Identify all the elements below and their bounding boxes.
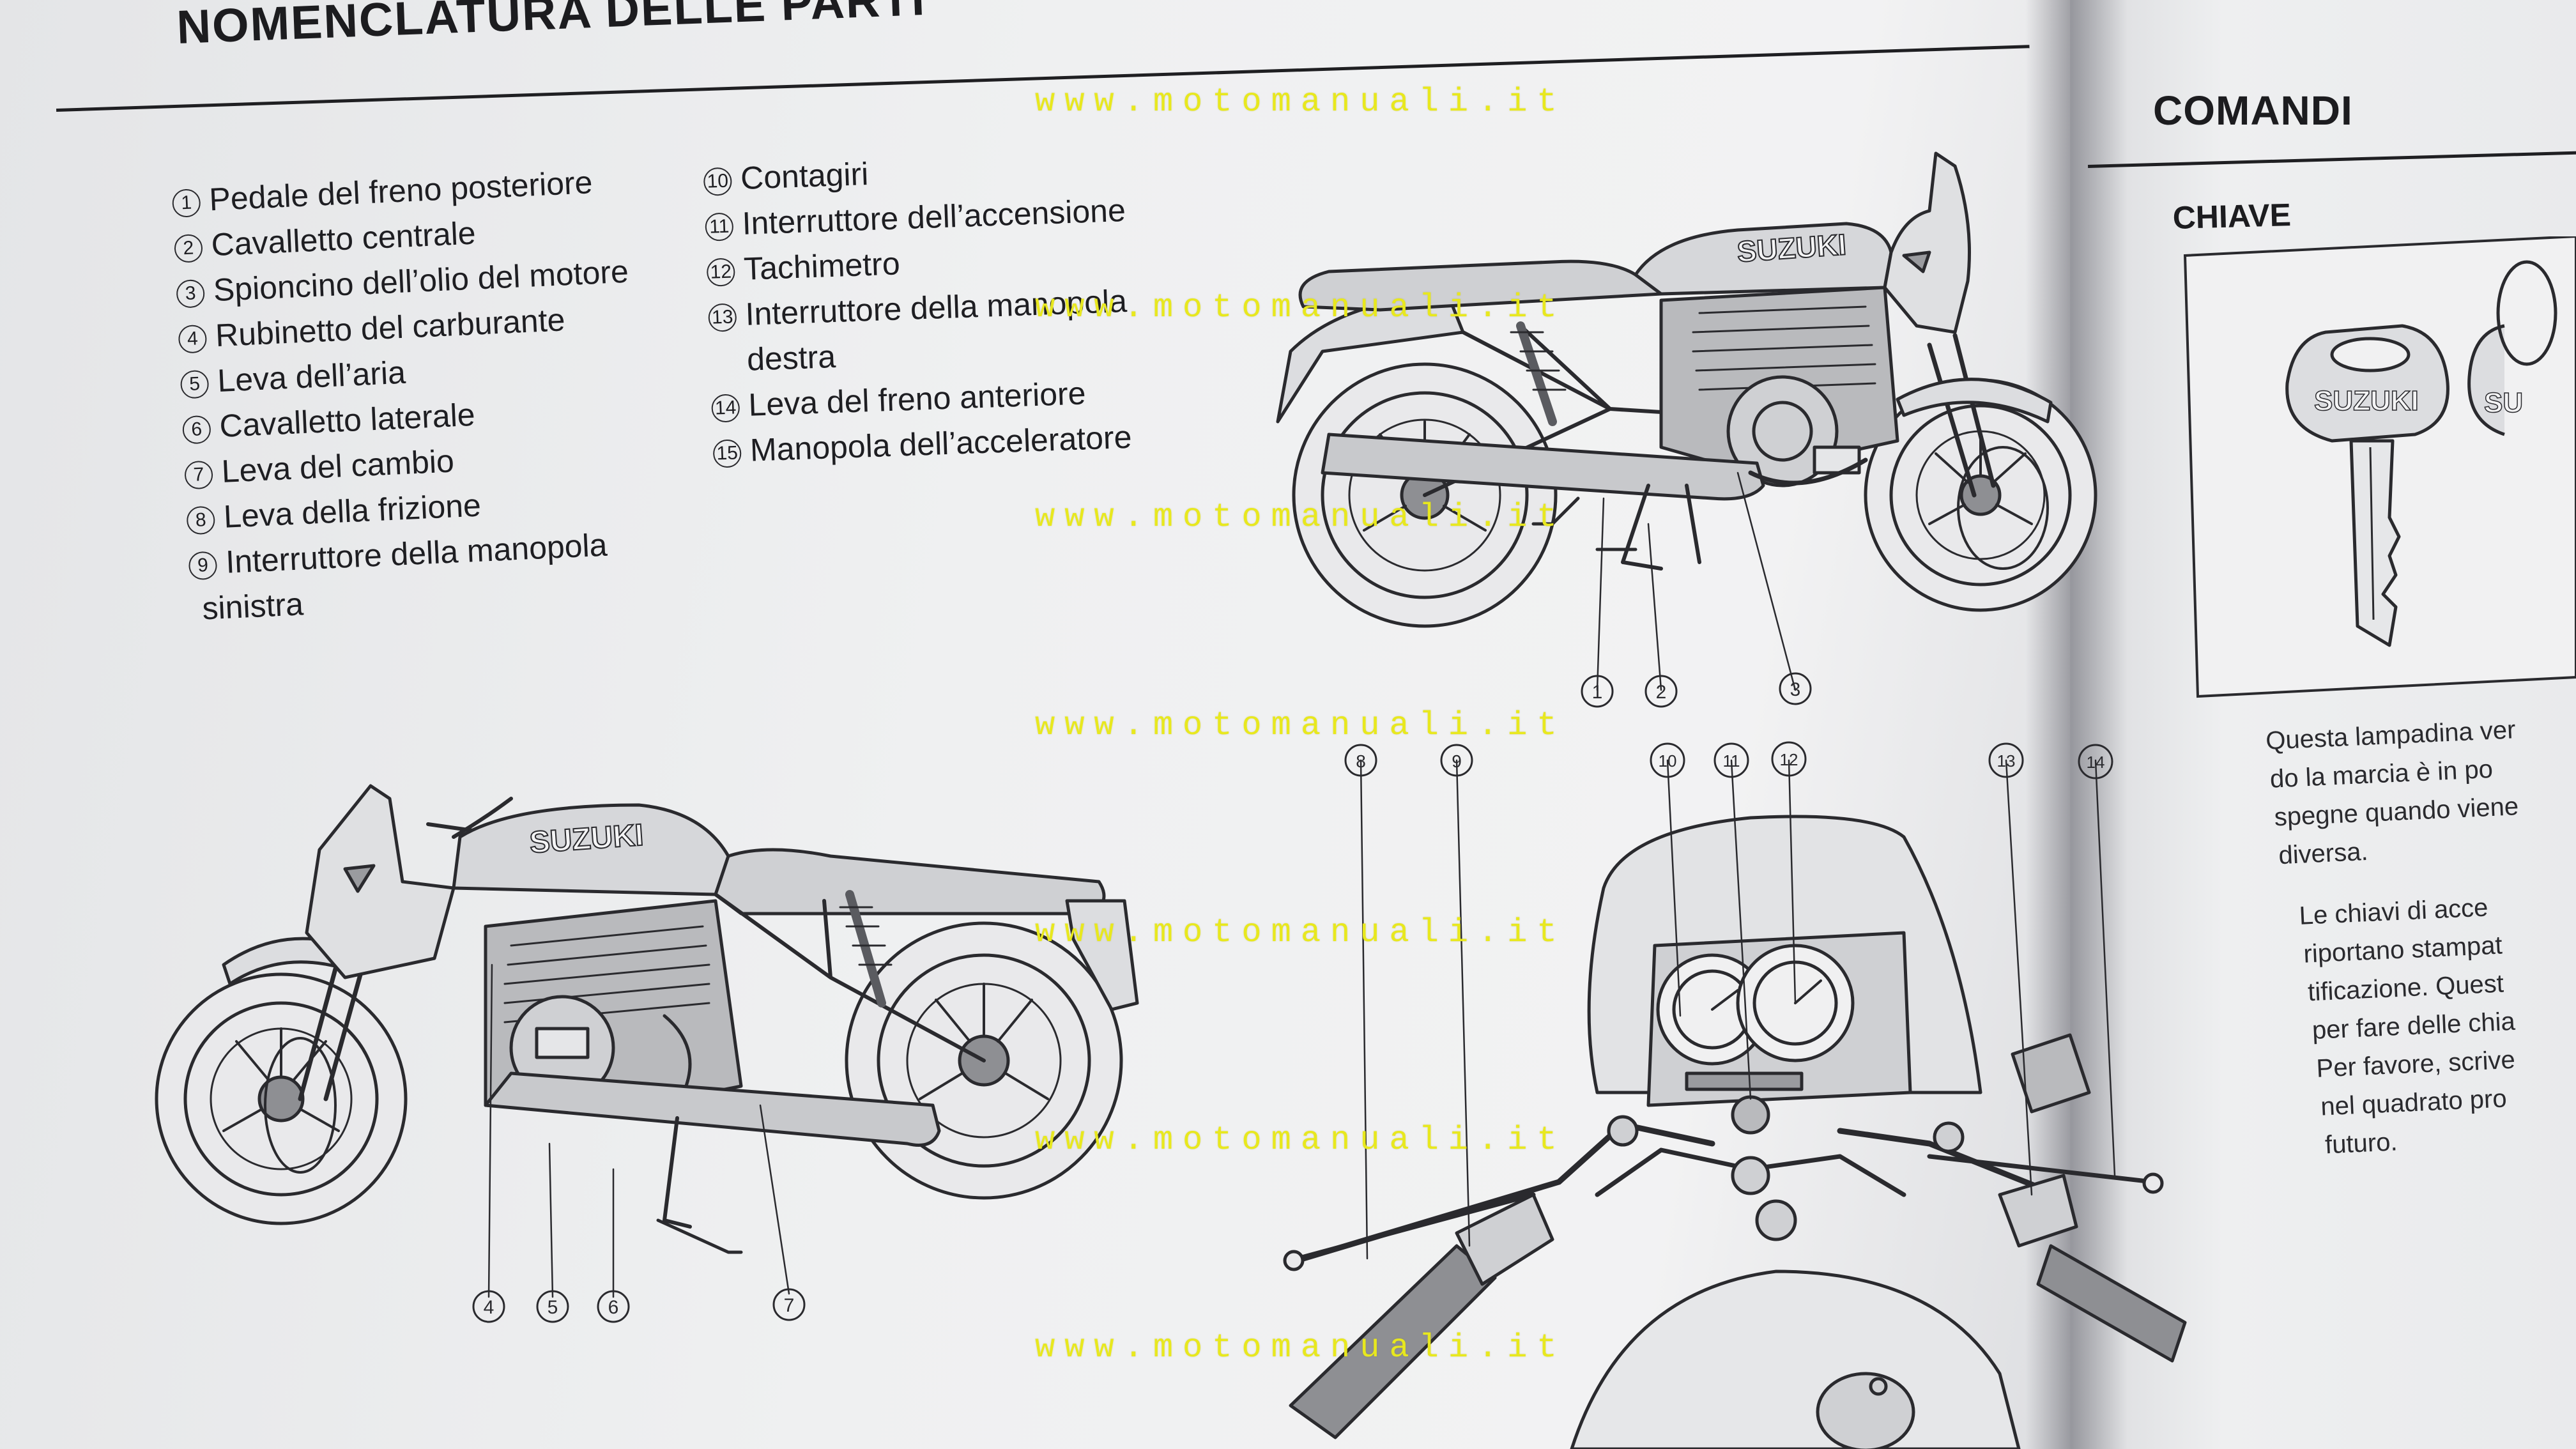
- tank-brand-label: SUZUKI: [1736, 227, 1847, 268]
- part-number-badge: 6: [181, 415, 211, 445]
- tank-brand-label-left: SUZUKI: [528, 818, 645, 860]
- callout-3: 3: [1790, 679, 1801, 700]
- part-number-badge: 12: [706, 257, 736, 287]
- page-title-right: COMANDI: [2153, 88, 2353, 134]
- part-number-badge: 10: [703, 166, 733, 196]
- handlebar-cockpit-diagram: 8 9 10 11 12 13 14: [1283, 741, 2187, 1449]
- part-number-badge: 11: [705, 211, 734, 241]
- part-label-line: Leva dell’aria: [217, 354, 407, 399]
- watermark-1: www.motomanuali.it: [1035, 83, 1567, 121]
- part-number-badge: 8: [186, 505, 216, 535]
- watermark-7: www.motomanuali.it: [1035, 1329, 1567, 1367]
- engine-cover: [1726, 375, 1839, 487]
- subtitle-chiave: CHIAVE: [2172, 197, 2292, 236]
- key-brand-label-partial: SU: [2484, 387, 2523, 418]
- callout-2: 2: [1656, 682, 1667, 703]
- part-number-badge: 7: [184, 460, 214, 489]
- part-number-badge: 5: [180, 369, 210, 399]
- part-number-badge: 3: [176, 279, 206, 309]
- part-number-badge: 4: [178, 324, 208, 354]
- callout-7: 7: [784, 1295, 795, 1316]
- callout-14: 14: [2087, 753, 2105, 772]
- callouts-left-view: 4 5 6 7: [472, 1288, 806, 1323]
- callout-4: 4: [484, 1297, 494, 1318]
- callout-5: 5: [548, 1297, 558, 1318]
- part-label-line: Contagiri: [740, 155, 870, 196]
- watermark-3: www.motomanuali.it: [1035, 498, 1567, 536]
- callout-8: 8: [1356, 751, 1366, 771]
- part-label: Tachimetro: [743, 241, 901, 291]
- part-number-badge: 2: [173, 233, 203, 263]
- part-label-line: Tachimetro: [743, 245, 901, 287]
- ignition-switch: [1731, 1095, 1770, 1135]
- watermark-4: www.motomanuali.it: [1035, 707, 1567, 744]
- key-brand-label: SUZUKI: [2314, 385, 2419, 417]
- callout-10: 10: [1659, 751, 1677, 770]
- callout-9: 9: [1452, 751, 1462, 771]
- callout-11: 11: [1723, 751, 1740, 770]
- right-grip: [2036, 1244, 2187, 1363]
- key-blade: [2349, 439, 2401, 647]
- watermark-2: www.motomanuali.it: [1035, 289, 1567, 326]
- fuel-cap: [1816, 1372, 1915, 1449]
- callouts-right-view: 1 2 3: [1581, 672, 1812, 708]
- part-number-badge: 13: [708, 302, 737, 332]
- part-label: Leva dell’aria: [217, 350, 407, 404]
- part-number-badge: 9: [188, 550, 218, 580]
- callout-1: 1: [1592, 682, 1603, 703]
- callouts-handlebar: 8 9 10 11 12 13 14: [1344, 741, 2113, 779]
- part-number-badge: 1: [171, 188, 201, 218]
- motorcycle-right-side-diagram: SUZUKI 1 2 3: [1276, 151, 2097, 708]
- key-illustration: SUZUKI SU: [2183, 236, 2576, 698]
- motorcycle-left-side-diagram: SUZUKI 4 5 6 7: [155, 784, 1139, 1323]
- callout-13: 13: [1997, 751, 2016, 770]
- part-label: Contagiri: [740, 151, 869, 201]
- callout-6: 6: [608, 1297, 619, 1318]
- watermark-6: www.motomanuali.it: [1035, 1121, 1567, 1159]
- part-number-badge: 14: [710, 393, 740, 423]
- callout-12: 12: [1780, 750, 1798, 769]
- part-number-badge: 15: [712, 438, 742, 468]
- watermark-5: www.motomanuali.it: [1035, 914, 1567, 951]
